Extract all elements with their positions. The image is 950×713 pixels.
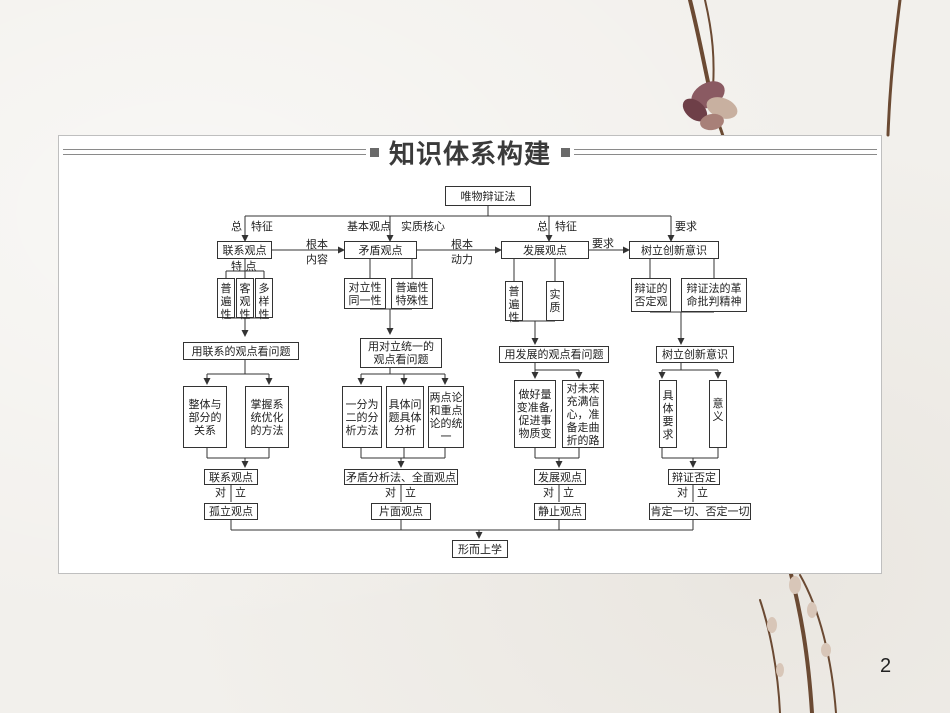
edge-label-jiben: 基本观点 <box>347 220 391 233</box>
opposition-li-2: 立 <box>405 486 416 499</box>
detail-maodun-3: 两点论 和重点 论的统 一 <box>428 386 464 448</box>
node-maodun: 矛盾观点 <box>344 241 417 259</box>
method-chuangxin: 树立创新意识 <box>656 346 734 363</box>
node-lianxi: 联系观点 <box>217 241 272 259</box>
edge-label-dongli: 动力 <box>451 253 473 266</box>
feature-fazhan-2: 实质 <box>546 281 564 321</box>
title-left-rule <box>63 149 366 155</box>
panel-title-bar: 知识体系构建 <box>59 136 881 170</box>
root-node: 唯物辩证法 <box>445 186 531 206</box>
wrong-view-maodun: 片面观点 <box>371 503 431 520</box>
opposition-dui-4: 对 <box>677 486 688 499</box>
edge-label-genben-1: 根本 <box>306 238 328 251</box>
edge-label-shizhi: 实质核心 <box>401 220 445 233</box>
edge-label-yaoqiu-1: 要求 <box>675 220 697 233</box>
feature-lianxi-1: 普遍性 <box>217 278 235 321</box>
method-lianxi: 用联系的观点看问题 <box>183 342 299 360</box>
opposition-dui-1: 对 <box>215 486 226 499</box>
feature-lianxi-3: 多样性 <box>255 278 273 321</box>
feature-maodun-2: 普遍性 特殊性 <box>391 278 433 309</box>
method-maodun: 用对立统一的 观点看问题 <box>360 338 442 368</box>
detail-lianxi-1: 整体与 部分的 关系 <box>183 386 227 448</box>
wrong-view-fazhan: 静止观点 <box>534 503 586 520</box>
wrong-view-chuangxin: 肯定一切、否定一切 <box>649 503 751 520</box>
feature-chuangxin-2: 辩证法的革 命批判精神 <box>681 278 747 312</box>
node-fazhan: 发展观点 <box>501 241 589 259</box>
detail-chuangxin-2: 意义 <box>709 380 727 448</box>
method-fazhan: 用发展的观点看问题 <box>499 346 609 363</box>
panel-title: 知识体系构建 <box>389 139 552 170</box>
feature-chuangxin-1: 辩证的 否定观 <box>631 278 671 312</box>
edge-label-tezheng-1: 特征 <box>251 220 273 233</box>
detail-maodun-2: 具体问 题具体 分析 <box>386 386 424 448</box>
title-right-square-icon <box>561 147 571 157</box>
diagram-connectors <box>203 206 722 539</box>
detail-fazhan-2: 对未来 充满信 心，准 备走曲 折的路 <box>562 380 604 448</box>
opposition-dui-2: 对 <box>385 486 396 499</box>
bottom-node-metaphysics: 形而上学 <box>452 540 508 558</box>
edge-label-zong-1: 总 <box>231 220 242 233</box>
edge-label-tezheng-2: 特征 <box>555 220 577 233</box>
title-right-rule <box>574 149 878 155</box>
edge-label-tedian: 特 点 <box>231 260 257 273</box>
feature-maodun-1: 对立性 同一性 <box>344 278 386 309</box>
detail-maodun-1: 一分为 二的分 析方法 <box>342 386 382 448</box>
opposition-li-1: 立 <box>235 486 246 499</box>
edge-label-yaoqiu-2: 要求 <box>592 237 614 250</box>
edge-label-zong-2: 总 <box>537 220 548 233</box>
feature-lianxi-2: 客观性 <box>236 278 254 321</box>
opposition-li-4: 立 <box>697 486 708 499</box>
detail-lianxi-2: 掌握系 统优化 的方法 <box>245 386 289 448</box>
title-left-square-icon <box>370 147 379 157</box>
knowledge-system-panel: 知识体系构建 <box>58 135 882 574</box>
correct-view-lianxi: 联系观点 <box>204 469 258 485</box>
correct-view-fazhan: 发展观点 <box>534 469 586 485</box>
detail-chuangxin-1: 具体要求 <box>659 380 677 448</box>
detail-fazhan-1: 做好量 变准备, 促进事 物质变 <box>514 380 556 448</box>
wrong-view-lianxi: 孤立观点 <box>204 503 258 520</box>
page-number: 2 <box>880 655 892 677</box>
edge-label-neirong: 内容 <box>306 253 328 266</box>
node-chuangxin: 树立创新意识 <box>629 241 719 259</box>
opposition-li-3: 立 <box>563 486 574 499</box>
correct-view-chuangxin: 辩证否定 <box>668 469 720 485</box>
edge-label-genben-2: 根本 <box>451 238 473 251</box>
correct-view-maodun: 矛盾分析法、全面观点 <box>344 469 458 485</box>
feature-fazhan-1: 普遍性 <box>505 281 523 324</box>
opposition-dui-3: 对 <box>543 486 554 499</box>
